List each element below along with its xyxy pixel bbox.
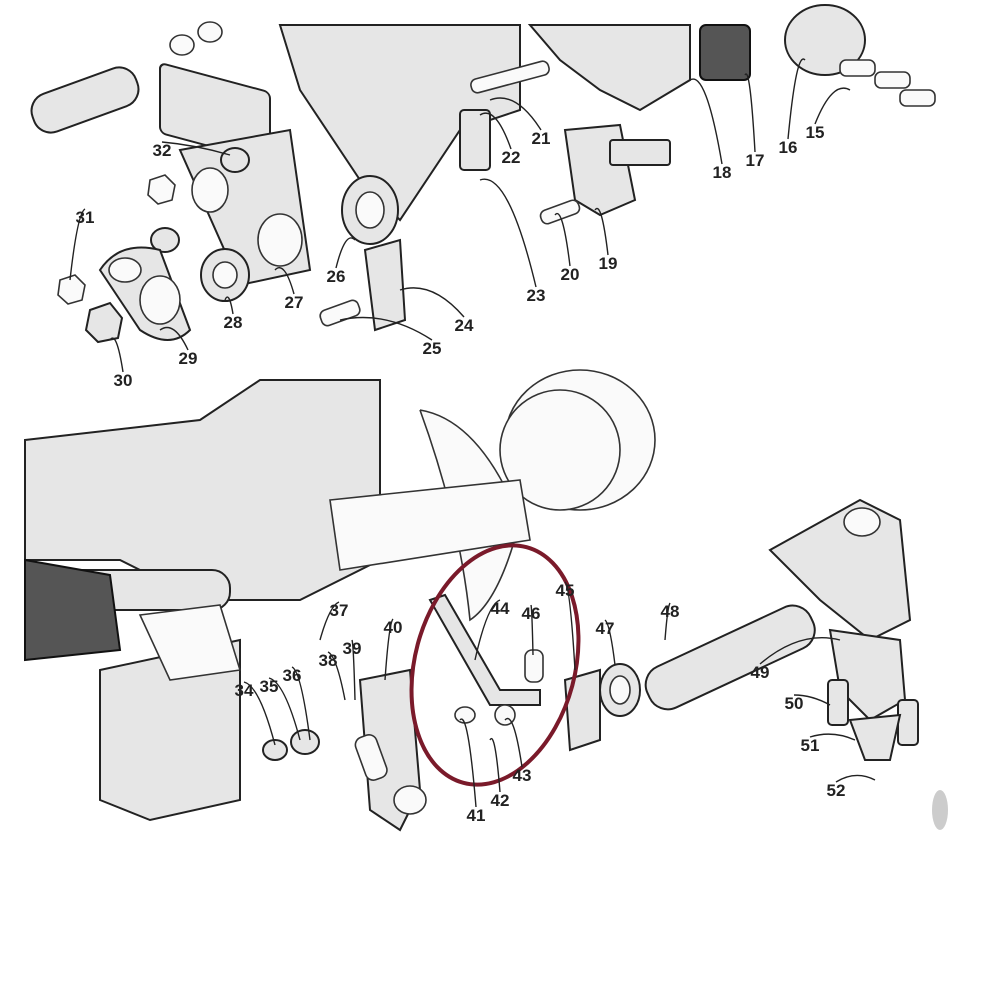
callout-22: 22 xyxy=(502,148,521,167)
callout-37: 37 xyxy=(330,601,349,620)
lower-parts xyxy=(262,593,544,832)
leader-line-42 xyxy=(489,737,501,793)
callout-48: 48 xyxy=(661,602,680,621)
callout-38: 38 xyxy=(319,651,338,670)
callout-51: 51 xyxy=(801,736,820,755)
leader-line-37 xyxy=(319,601,340,641)
callout-47: 47 xyxy=(596,619,615,638)
callout-27: 27 xyxy=(285,293,304,312)
callout-17: 17 xyxy=(746,151,765,170)
callout-39: 39 xyxy=(343,639,362,658)
callout-43: 43 xyxy=(513,766,532,785)
callout-32: 32 xyxy=(153,141,172,160)
leader-line-31 xyxy=(69,208,86,281)
callout-18: 18 xyxy=(713,163,732,182)
leader-line-51 xyxy=(809,733,856,741)
leader-line-50 xyxy=(793,694,831,706)
callout-42: 42 xyxy=(491,791,510,810)
leader-line-23 xyxy=(479,178,537,288)
callout-26: 26 xyxy=(327,267,346,286)
upper-assembly xyxy=(30,4,936,344)
leader-line-49 xyxy=(759,637,841,665)
callout-21: 21 xyxy=(532,129,551,148)
leader-line-44 xyxy=(474,599,501,661)
leader-line-20 xyxy=(554,212,571,267)
leader-line-29 xyxy=(159,326,189,351)
leader-line-52 xyxy=(835,774,876,783)
leader-line-38 xyxy=(327,651,346,701)
leader-line-25 xyxy=(339,316,433,341)
callout-52: 52 xyxy=(827,781,846,800)
leader-line-48 xyxy=(664,602,671,641)
highlight-circle xyxy=(409,543,581,787)
leader-line-41 xyxy=(459,718,477,808)
leader-line-35 xyxy=(268,677,301,741)
callout-30: 30 xyxy=(114,371,133,390)
leader-line-18 xyxy=(689,78,723,165)
callout-28: 28 xyxy=(224,313,243,332)
callout-49: 49 xyxy=(751,663,770,682)
callout-labels: 15 16 17 18 19 20 21 22 23 24 25 26 27 28 29 30 31 32 34 35… xyxy=(76,123,846,825)
leader-line-27 xyxy=(274,267,295,295)
leader-line-43 xyxy=(504,717,523,768)
callout-16: 16 xyxy=(779,138,798,157)
leader-line-15 xyxy=(814,87,851,125)
leader-line-45 xyxy=(564,581,576,671)
leader-line-22 xyxy=(479,112,512,150)
leader-line-19 xyxy=(594,207,609,256)
leader-line-39 xyxy=(351,639,356,701)
callout-24: 24 xyxy=(455,316,474,335)
leader-line-26 xyxy=(335,237,356,269)
leader-line-21 xyxy=(489,97,542,131)
leader-line-24 xyxy=(399,287,465,318)
callout-25: 25 xyxy=(423,339,442,358)
callout-15: 15 xyxy=(806,123,825,142)
leader-line-36 xyxy=(291,666,311,741)
leader-line-16 xyxy=(787,58,806,140)
leader-line-17 xyxy=(744,73,756,153)
leader-line-46 xyxy=(530,604,534,656)
leader-line-34 xyxy=(243,681,276,746)
callout-36: 36 xyxy=(283,666,302,685)
callout-46: 46 xyxy=(522,604,541,623)
leader-lines xyxy=(69,58,876,808)
callout-50: 50 xyxy=(785,694,804,713)
callout-20: 20 xyxy=(561,265,580,284)
middle-assembly xyxy=(24,369,656,822)
callout-44: 44 xyxy=(491,599,510,618)
shaft-assembly xyxy=(563,498,948,830)
leader-line-40 xyxy=(384,618,394,681)
callout-35: 35 xyxy=(260,677,279,696)
callout-23: 23 xyxy=(527,286,546,305)
callout-34: 34 xyxy=(235,681,254,700)
callout-31: 31 xyxy=(76,208,95,227)
callout-45: 45 xyxy=(556,581,575,600)
callout-40: 40 xyxy=(384,618,403,637)
callout-41: 41 xyxy=(467,806,486,825)
leader-line-47 xyxy=(604,619,616,666)
callout-19: 19 xyxy=(599,254,618,273)
leader-line-30 xyxy=(109,337,124,373)
leader-line-32 xyxy=(161,141,231,156)
leader-line-28 xyxy=(224,296,234,315)
callout-29: 29 xyxy=(179,349,198,368)
